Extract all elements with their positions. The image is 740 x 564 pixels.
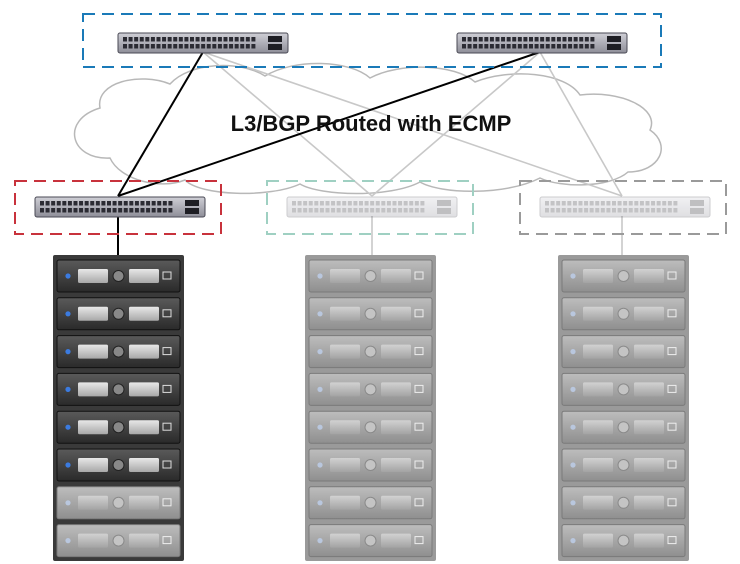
switch-layer	[34, 32, 711, 218]
link-spine-1-leaf-1	[117, 51, 204, 197]
leaf-box-2	[266, 180, 474, 235]
link-spine-2-leaf-2	[371, 51, 541, 197]
server-unit	[308, 335, 433, 369]
rack-layer	[53, 255, 689, 561]
server-unit	[308, 297, 433, 331]
server-unit	[561, 335, 686, 369]
server-unit	[561, 372, 686, 406]
server-unit	[308, 372, 433, 406]
leaf-box-3	[519, 180, 727, 235]
server-unit	[56, 410, 181, 444]
server-unit	[561, 448, 686, 482]
server-unit	[308, 524, 433, 558]
server-unit	[561, 524, 686, 558]
link-spine-2-leaf-1	[117, 51, 541, 197]
spine-switch-1	[117, 32, 289, 54]
leaf-switch-2	[286, 196, 458, 218]
spine-group-box	[82, 13, 662, 68]
server-unit	[56, 448, 181, 482]
leaf-switch-3	[539, 196, 711, 218]
server-unit	[56, 259, 181, 293]
server-unit	[561, 297, 686, 331]
link-spine-1-leaf-3	[202, 51, 623, 197]
server-unit	[561, 259, 686, 293]
rack-3	[558, 255, 689, 561]
server-unit	[308, 410, 433, 444]
cloud-label: L3/BGP Routed with ECMP	[231, 111, 512, 136]
leaf-box-1	[14, 180, 222, 235]
rack-1	[53, 255, 184, 561]
link-spine-2-leaf-3	[539, 51, 623, 197]
server-unit	[56, 486, 181, 520]
server-unit	[56, 372, 181, 406]
server-unit	[56, 524, 181, 558]
server-unit	[56, 297, 181, 331]
server-unit	[561, 410, 686, 444]
link-spine-1-leaf-2	[202, 51, 373, 197]
server-unit	[308, 259, 433, 293]
server-unit	[56, 335, 181, 369]
server-unit	[561, 486, 686, 520]
rack-2	[305, 255, 436, 561]
links-layer	[117, 51, 623, 256]
leaf-switch-1	[34, 196, 206, 218]
server-unit	[308, 486, 433, 520]
server-unit	[308, 448, 433, 482]
spine-switch-2	[456, 32, 628, 54]
